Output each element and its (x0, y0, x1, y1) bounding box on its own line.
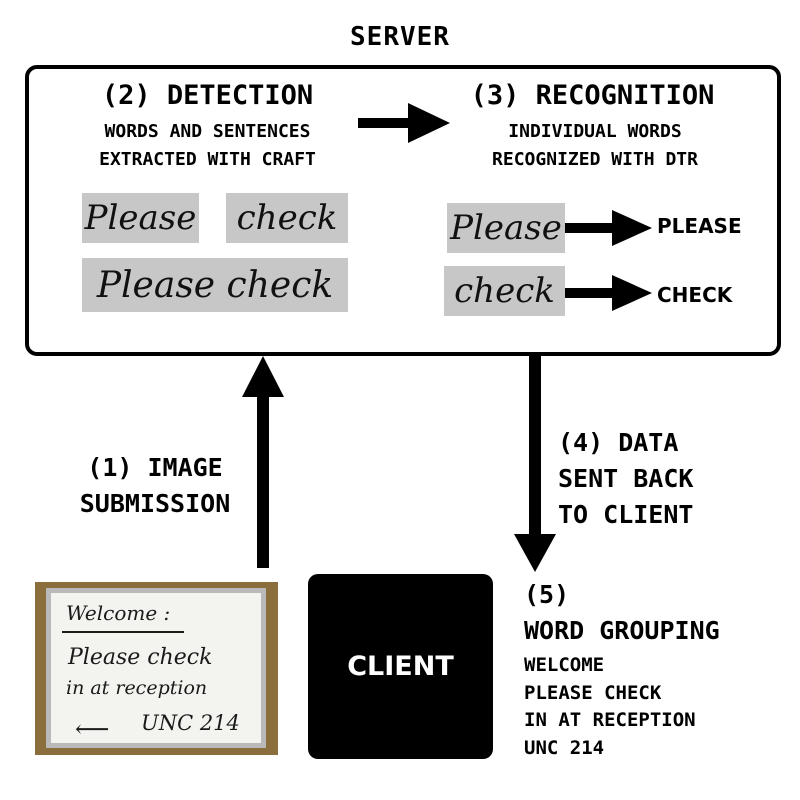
whiteboard-text: Welcome : (66, 601, 171, 625)
whiteboard-text: in at reception (66, 677, 208, 699)
server-box (25, 65, 781, 356)
recognition-title: (3) RECOGNITION (470, 80, 715, 111)
recognition-description-line: INDIVIDUAL WORDS (508, 121, 682, 142)
client-label: CLIENT (347, 651, 454, 682)
whiteboard (46, 588, 266, 748)
word-group-line: UNC 214 (524, 736, 605, 759)
client-box: CLIENT (308, 574, 493, 759)
recognized-word-output: CHECK (657, 283, 733, 307)
word-group-line: PLEASE CHECK (524, 681, 662, 704)
left-arrow-icon: ⟵ (75, 715, 110, 743)
step1-label: (1) IMAGE SUBMISSION (30, 450, 280, 522)
data-return-arrow (514, 352, 556, 572)
step5-title: WORD GROUPING (524, 616, 720, 645)
word-group-line: IN AT RECEPTION (524, 709, 696, 731)
detected-word-crop: check (226, 193, 348, 243)
whiteboard-text: Please check (68, 645, 213, 670)
step4-label-line: TO CLIENT (558, 500, 694, 529)
step1-label-line: SUBMISSION (79, 489, 231, 518)
step4-label-line: SENT BACK (558, 464, 694, 493)
recognition-input-crop: check (444, 266, 565, 316)
step4-label-line: (4) DATA (558, 428, 679, 457)
whiteboard-underline (62, 631, 184, 633)
detected-word-crop: Please (82, 193, 199, 243)
server-title: SERVER (350, 22, 450, 52)
detection-description-line: WORDS AND SENTENCES (104, 121, 311, 142)
recognized-word-output: PLEASE (657, 214, 742, 238)
detection-description-line: EXTRACTED WITH CRAFT (99, 149, 316, 170)
detection-title: (2) DETECTION (101, 80, 314, 111)
recognition-description: INDIVIDUAL WORDS RECOGNIZED WITH DTR (445, 118, 745, 174)
word-group-list: WELCOME PLEASE CHECK IN AT RECEPTION UNC… (524, 652, 696, 762)
step4-label: (4) DATA SENT BACK TO CLIENT (558, 425, 778, 533)
whiteboard-text: UNC 214 (141, 711, 240, 735)
detection-description: WORDS AND SENTENCES EXTRACTED WITH CRAFT (45, 118, 370, 174)
step1-label-line: (1) IMAGE (87, 453, 223, 482)
recognition-description-line: RECOGNIZED WITH DTR (492, 149, 698, 170)
step5-number: (5) (524, 580, 570, 609)
recognition-input-crop: Please (447, 203, 565, 253)
detected-sentence-crop: Please check (82, 258, 348, 312)
word-group-line: WELCOME (524, 654, 605, 676)
